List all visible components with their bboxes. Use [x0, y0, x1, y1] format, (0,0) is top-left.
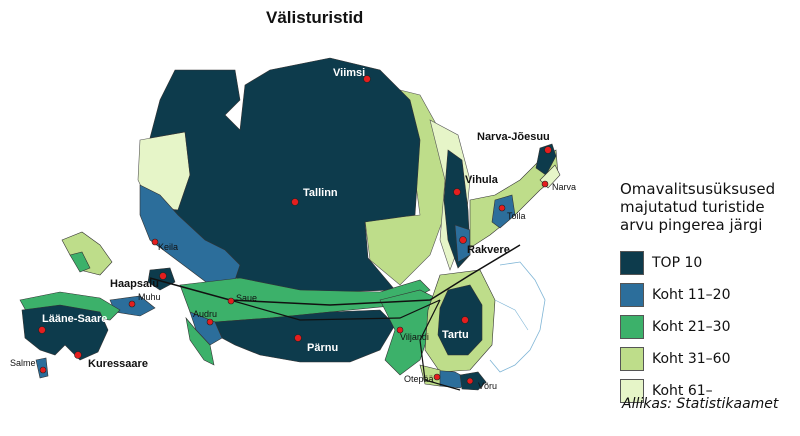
legend-swatch: [620, 250, 644, 275]
region-parnu-top10: [214, 309, 396, 363]
label-voru: Võru: [478, 381, 497, 391]
marker-muhu: [128, 300, 136, 308]
region-tartu-top10: [437, 284, 483, 356]
region-audru-sliver: [185, 316, 215, 366]
marker-audru: [206, 318, 214, 326]
marker-vihula: [453, 188, 461, 196]
legend-title: Omavalitsusüksused majutatud turistide a…: [620, 180, 795, 234]
source-note: Allikas: Statistikaamet: [622, 396, 779, 412]
legend-label: Koht 21–30: [652, 318, 731, 335]
label-parnu: Pärnu: [307, 342, 338, 354]
label-rakvere: Rakvere: [467, 244, 510, 256]
marker-otepaa: [433, 373, 441, 381]
legend-title-line: Omavalitsusüksused: [620, 180, 776, 198]
region-lake-outline-2: [494, 299, 529, 331]
label-toila: Toila: [507, 211, 526, 221]
region-toila-rank11: [491, 194, 516, 229]
label-viimsi: Viimsi: [333, 67, 365, 79]
label-saue: Saue: [236, 293, 257, 303]
legend-item-rank31-60: Koht 31–60: [620, 346, 795, 371]
marker-narva: [541, 180, 549, 188]
marker-toila: [498, 204, 506, 212]
legend-swatch: [620, 282, 644, 307]
marker-keila: [151, 238, 159, 246]
label-vihula: Vihula: [465, 174, 499, 186]
marker-haapsalu: [159, 272, 167, 280]
label-haapsalu: Haapsalu: [110, 278, 159, 290]
region-south-rank21: [379, 289, 441, 376]
label-salme: Salme: [10, 358, 36, 368]
label-laane-saare: Lääne-Saare: [42, 313, 107, 325]
marker-parnu: [294, 334, 302, 342]
legend-label: Koht 61–: [652, 382, 713, 399]
map-title: Välisturistid: [266, 8, 364, 27]
legend-item-top10: TOP 10: [620, 250, 795, 275]
legend-item-rank11-20: Koht 11–20: [620, 282, 795, 307]
legend-label: Koht 31–60: [652, 350, 731, 367]
label-muhu: Muhu: [138, 292, 161, 302]
region-lake-outline: [489, 261, 546, 373]
marker-tartu: [461, 316, 469, 324]
marker-rakvere: [459, 236, 467, 244]
place-labels: Viimsi Tallinn Narva-Jõesuu Vihula Narva…: [10, 67, 576, 391]
legend-label: TOP 10: [652, 254, 703, 271]
legend-title-line: majutatud turistide: [620, 198, 765, 216]
legend-swatch: [620, 314, 644, 339]
label-tartu: Tartu: [442, 329, 469, 341]
region-hiiumaa-green: [69, 251, 91, 273]
marker-tallinn: [291, 198, 299, 206]
marker-saue: [227, 297, 235, 305]
marker-viimsi: [363, 75, 371, 83]
marker-viljandi: [396, 326, 404, 334]
legend-item-rank61: Koht 61–: [620, 378, 795, 403]
legend-swatch: [620, 346, 644, 371]
label-keila: Keila: [158, 242, 178, 252]
marker-kuressaare: [74, 351, 82, 359]
label-audru: Audru: [193, 309, 217, 319]
region-laane-saare-top10: [21, 304, 109, 361]
legend: Omavalitsusüksused majutatud turistide a…: [620, 180, 795, 410]
marker-voru: [466, 377, 474, 385]
marker-salme: [39, 366, 47, 374]
marker-narva-joesuu: [544, 146, 552, 154]
boundary-tartu-south: [419, 299, 461, 391]
boundary-south: [229, 299, 441, 321]
legend-label: Koht 11–20: [652, 286, 731, 303]
label-narva-joesuu: Narva-Jõesuu: [477, 131, 550, 143]
legend-swatch: [620, 378, 644, 403]
region-southeast-light: [419, 364, 441, 387]
legend-items: TOP 10 Koht 11–20 Koht 21–30 Koht 31–60 …: [620, 250, 795, 403]
label-narva: Narva: [552, 182, 576, 192]
label-viljandi: Viljandi: [400, 332, 429, 342]
label-tallinn: Tallinn: [303, 187, 338, 199]
legend-item-rank21-30: Koht 21–30: [620, 314, 795, 339]
label-kuressaare: Kuressaare: [88, 358, 148, 370]
legend-title-line: arvu pingerea järgi: [620, 216, 763, 234]
marker-layer: [38, 75, 552, 385]
label-otepaa: Otepää: [404, 374, 434, 384]
boundary-west-east: [149, 244, 521, 306]
marker-laane-saare: [38, 326, 46, 334]
